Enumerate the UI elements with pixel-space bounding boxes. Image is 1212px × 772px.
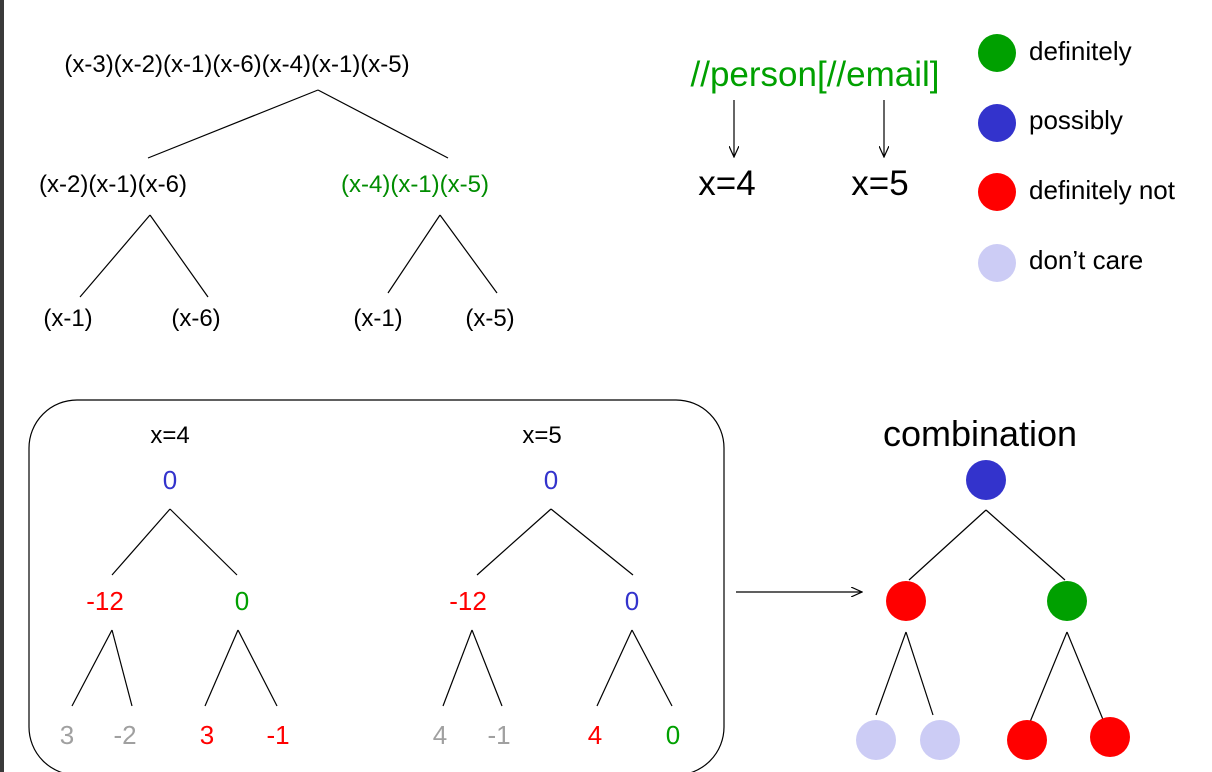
combination-edge	[905, 631, 934, 716]
xpath-query: //person[//email]	[691, 55, 940, 94]
evaluation-x4: x=4 0 -12 0 3 -2 3 -1	[60, 422, 290, 750]
left-edge-bar	[0, 0, 4, 772]
eval-root-value: 0	[544, 465, 558, 495]
evaluation-title: x=4	[150, 422, 189, 449]
tree-edge	[79, 214, 151, 298]
legend-dot-definitely	[978, 34, 1016, 72]
tree-edge	[147, 89, 319, 159]
legend-label: definitely not	[1029, 175, 1176, 205]
eval-edge	[111, 508, 171, 576]
combination-leaf-node	[920, 720, 960, 760]
combination-left-node	[886, 581, 926, 621]
legend-label: possibly	[1029, 105, 1123, 135]
evaluation-title: x=5	[522, 422, 561, 449]
combination-leaf-node	[1007, 720, 1047, 760]
combination-edge	[875, 631, 907, 716]
combination-root-node	[966, 460, 1006, 500]
eval-leaf-value: 0	[666, 720, 680, 750]
tree-leaf-label: (x-1)	[43, 305, 92, 332]
eval-leaf-value: 3	[60, 720, 74, 750]
tree-edge	[439, 214, 498, 294]
eval-right-value: 0	[625, 586, 639, 616]
eval-edge	[71, 629, 113, 707]
eval-right-value: 0	[235, 586, 249, 616]
tree-leaf-label: (x-5)	[465, 305, 514, 332]
eval-leaf-value: 4	[433, 720, 447, 750]
tree-edge	[317, 89, 449, 159]
tree-leaf-label: (x-1)	[353, 305, 402, 332]
eval-edge	[442, 629, 473, 707]
combination-tree: combination	[856, 413, 1130, 760]
eval-edge	[550, 508, 634, 576]
combination-title: combination	[883, 413, 1077, 454]
evaluation-box	[28, 399, 725, 772]
eval-leaf-value: 3	[200, 720, 214, 750]
legend-dot-possibly	[978, 104, 1016, 142]
legend-label: definitely	[1029, 36, 1132, 66]
eval-edge	[204, 629, 239, 707]
eval-leaf-value: -1	[266, 720, 289, 750]
eval-leaf-value: -2	[113, 720, 136, 750]
eval-edge	[237, 629, 278, 707]
combination-edge	[908, 509, 987, 581]
eval-edge	[471, 629, 503, 707]
query-value-x4: x=4	[698, 164, 755, 203]
eval-root-value: 0	[163, 465, 177, 495]
combination-edge	[1066, 631, 1105, 723]
legend: definitely possibly definitely not don’t…	[978, 34, 1176, 282]
expression-tree	[79, 89, 498, 298]
eval-edge	[476, 508, 552, 576]
eval-edge	[631, 629, 673, 707]
tree-left-label: (x-2)(x-1)(x-6)	[39, 171, 187, 198]
tree-edge	[387, 214, 441, 294]
combination-edge	[1029, 631, 1068, 723]
combination-leaf-node	[856, 720, 896, 760]
tree-root-label: (x-3)(x-2)(x-1)(x-6)(x-4)(x-1)(x-5)	[64, 51, 409, 78]
combination-right-node	[1047, 581, 1087, 621]
eval-edge	[111, 629, 133, 707]
legend-label: don’t care	[1029, 245, 1143, 275]
eval-leaf-value: 4	[588, 720, 602, 750]
eval-edge	[169, 508, 238, 576]
combination-leaf-node	[1090, 717, 1130, 757]
tree-right-label: (x-4)(x-1)(x-5)	[341, 171, 489, 198]
legend-dot-dont-care	[978, 244, 1016, 282]
tree-edge	[149, 214, 209, 298]
eval-leaf-value: -1	[487, 720, 510, 750]
eval-edge	[596, 629, 633, 707]
legend-dot-definitely-not	[978, 173, 1016, 211]
combination-edge	[985, 509, 1066, 581]
query-value-x5: x=5	[851, 164, 908, 203]
evaluation-x5: x=5 0 -12 0 4 -1 4 0	[433, 422, 680, 750]
tree-leaf-label: (x-6)	[171, 305, 220, 332]
eval-left-value: -12	[449, 586, 487, 616]
eval-left-value: -12	[86, 586, 124, 616]
